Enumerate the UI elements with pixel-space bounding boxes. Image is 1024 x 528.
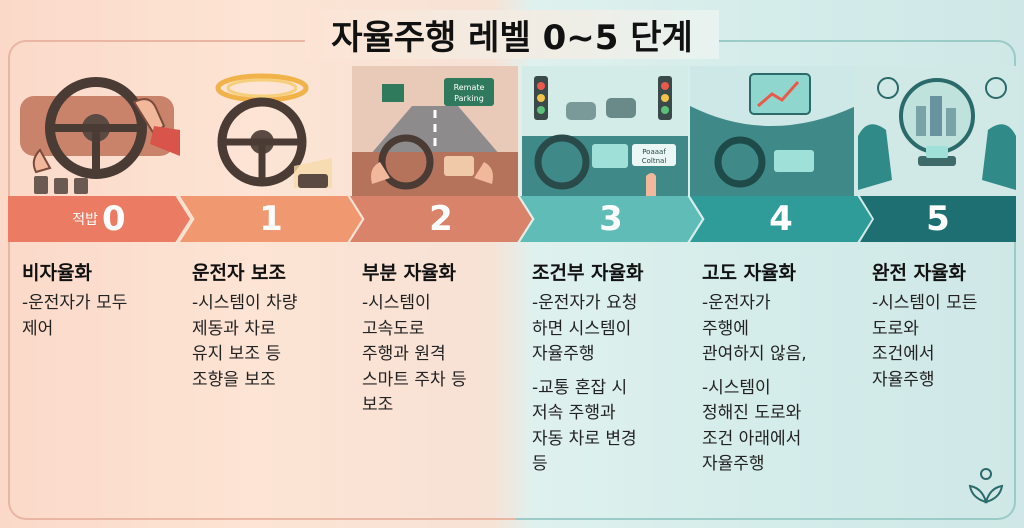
level-2-column: 부분 자율화 -시스템이 고속도로 주행과 원격 스마트 주차 등 보조 (362, 258, 522, 427)
chevron-level-0: 적밥 0 (8, 196, 190, 242)
leaf-logo-icon (968, 468, 1004, 504)
frame-right (516, 40, 1016, 520)
level-desc: -시스템이 고속도로 주행과 원격 스마트 주차 등 보조 (362, 293, 467, 415)
level-desc: -시스템이 정해진 도로와 조건 아래에서 자율주행 (702, 377, 802, 475)
chevron-level-5: 5 (860, 196, 1016, 242)
level-number: 4 (769, 199, 793, 239)
chevron-level-1: 1 (180, 196, 362, 242)
level-desc: -운전자가 모두 제어 (22, 293, 128, 339)
level-chevron-bar: 적밥 0 1 2 3 4 5 (8, 196, 1016, 242)
level-number: 2 (429, 199, 453, 239)
level-3-column: 조건부 자율화 -운전자가 요청 하면 시스템이 자율주행 -교통 혼잡 시 저… (532, 258, 692, 486)
sign-line-1: Remate (454, 83, 485, 92)
chevron-level-3: 3 (520, 196, 702, 242)
chevron-level-4: 4 (690, 196, 872, 242)
level-name: 운전자 보조 (192, 262, 287, 284)
level-desc: -시스템이 모든 도로와 조건에서 자율주행 (872, 293, 978, 390)
level-number: 1 (259, 199, 283, 239)
sign-line-2: Parking (454, 94, 484, 103)
frame-left (8, 40, 516, 520)
level-name: 부분 자율화 (362, 262, 457, 284)
level-number: 5 (926, 199, 950, 239)
illustration-level-3: Poaaaf Coltnal (522, 66, 688, 196)
illustration-level-1 (215, 73, 332, 188)
level-4-column: 고도 자율화 -운전자가 주행에 관여하지 않음, -시스템이 정해진 도로와 … (702, 258, 862, 486)
level-1-column: 운전자 보조 -시스템이 차량 제동과 차로 유지 보조 등 조향을 보조 (192, 258, 352, 401)
level-name: 비자율화 (22, 262, 92, 284)
level-name: 완전 자율화 (872, 262, 967, 284)
chevron-prefix: 적밥 (72, 212, 99, 228)
illustration-level-0 (20, 77, 180, 194)
level-number: 0 (102, 199, 126, 239)
screen-line-2: Coltnal (642, 157, 667, 165)
level-desc: -운전자가 요청 하면 시스템이 자율주행 (532, 293, 638, 364)
title-wrap: 자율주행 레벨 0~5 단계 (0, 10, 1024, 59)
page-title: 자율주행 레벨 0~5 단계 (305, 10, 719, 59)
level-5-column: 완전 자율화 -시스템이 모든 도로와 조건에서 자율주행 (872, 258, 1024, 401)
level-0-column: 비자율화 -운전자가 모두 제어 (22, 258, 182, 350)
level-desc: -교통 혼잡 시 저속 주행과 자동 차로 변경 등 (532, 377, 637, 475)
level-desc: -운전자가 주행에 관여하지 않음, (702, 293, 807, 364)
level-name: 조건부 자율화 (532, 262, 644, 284)
level-number: 3 (599, 199, 623, 239)
illustration-level-2: Remate Parking (352, 66, 518, 196)
chevron-level-2: 2 (350, 196, 532, 242)
level-name: 고도 자율화 (702, 262, 797, 284)
level-desc: -시스템이 차량 제동과 차로 유지 보조 등 조향을 보조 (192, 293, 298, 390)
screen-line-1: Poaaaf (642, 148, 666, 156)
illustration-level-5 (854, 66, 1020, 196)
illustration-level-4 (690, 66, 856, 196)
